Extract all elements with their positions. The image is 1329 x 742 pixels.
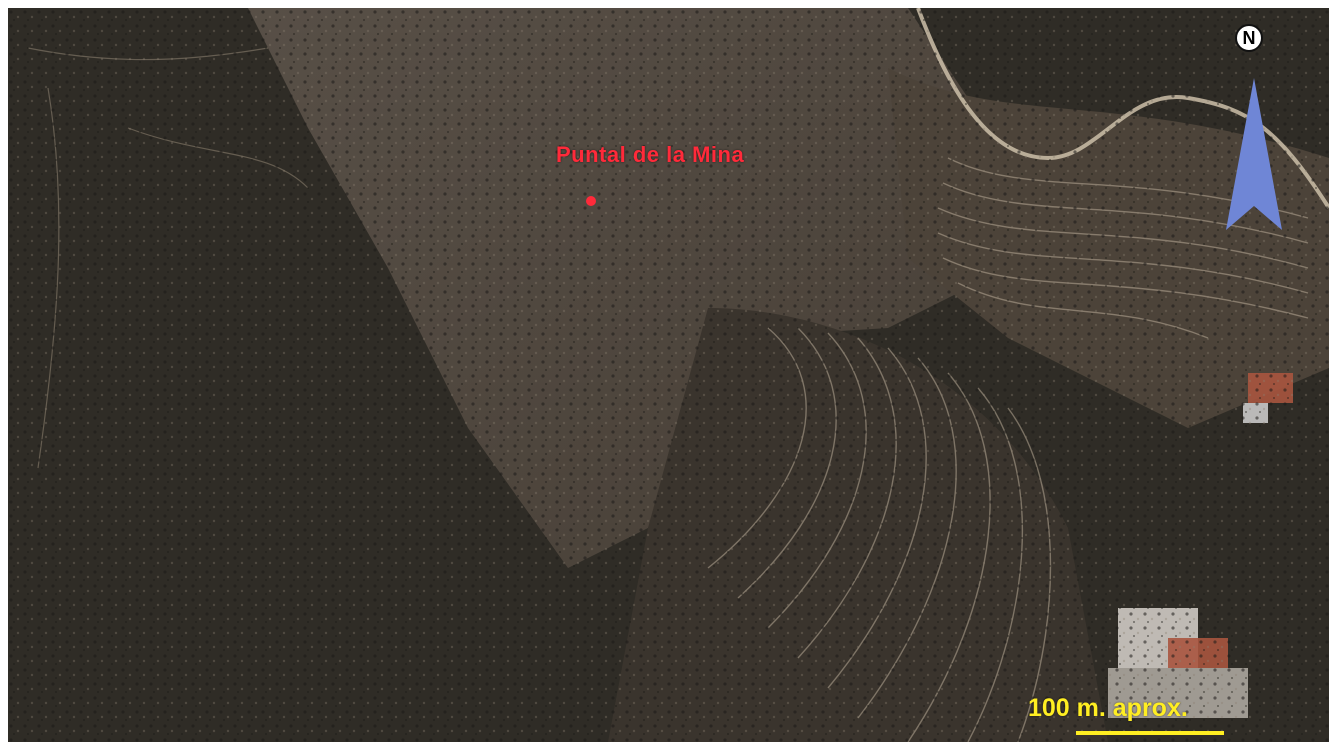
- satellite-map[interactable]: Puntal de la Mina N 100 m. aprox.: [8, 8, 1329, 742]
- scale-label: 100 m. aprox.: [1028, 694, 1188, 722]
- scale-bar: [1076, 731, 1224, 735]
- north-arrow-icon: [1226, 78, 1282, 230]
- place-label: Puntal de la Mina: [556, 142, 745, 167]
- satellite-terrain: [8, 8, 1329, 742]
- location-marker-icon[interactable]: [586, 196, 596, 206]
- north-label: N: [1235, 24, 1263, 52]
